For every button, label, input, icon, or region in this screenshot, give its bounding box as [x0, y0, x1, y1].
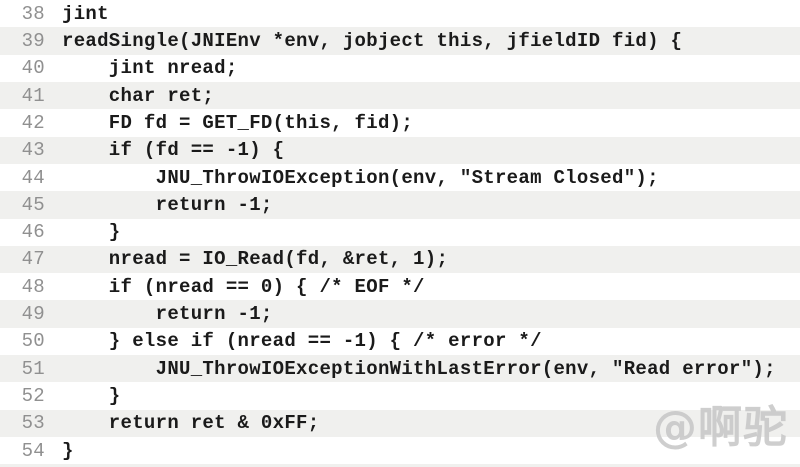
code-line: 44 JNU_ThrowIOException(env, "Stream Clo…: [0, 163, 800, 192]
line-number: 46: [21, 221, 45, 244]
code-line: 49 return -1;: [0, 300, 800, 328]
code-line: 54 }: [0, 437, 800, 465]
code-line: 50 } else if (nread == -1) { /* error */: [0, 327, 800, 356]
code-text: FD fd = GET_FD(this, fid);: [62, 111, 414, 134]
code-text: return -1;: [62, 303, 273, 326]
line-number: 50: [21, 330, 45, 353]
code-text: readSingle(JNIEnv *env, jobject this, jf…: [62, 29, 683, 52]
code-line: 51 JNU_ThrowIOExceptionWithLastError(env…: [0, 355, 800, 383]
code-text: return ret & 0xFF;: [62, 412, 320, 435]
code-text: JNU_ThrowIOException(env, "Stream Closed…: [62, 166, 659, 189]
code-text: }: [62, 385, 121, 408]
code-text: JNU_ThrowIOExceptionWithLastError(env, "…: [62, 357, 776, 380]
line-number: 40: [21, 57, 45, 80]
code-line: 41 char ret;: [0, 81, 800, 110]
code-line: 42 FD fd = GET_FD(this, fid);: [0, 109, 800, 137]
line-number: 54: [21, 439, 45, 462]
code-text: if (nread == 0) { /* EOF */: [62, 275, 425, 298]
code-line: 47 nread = IO_Read(fd, &ret, 1);: [0, 245, 800, 274]
line-number: 49: [21, 303, 45, 326]
code-line: 53 return ret & 0xFF;: [0, 409, 800, 437]
line-number: 45: [21, 193, 45, 216]
line-number: 42: [21, 111, 45, 134]
line-number: 39: [21, 29, 45, 52]
code-text: nread = IO_Read(fd, &ret, 1);: [62, 248, 449, 271]
code-line: 40 jint nread;: [0, 54, 800, 82]
line-number: 41: [21, 84, 45, 107]
code-text: }: [62, 221, 121, 244]
code-text: return -1;: [62, 193, 273, 216]
code-line: 43 if (fd == -1) {: [0, 136, 800, 164]
code-text: }: [62, 439, 74, 462]
line-number: 47: [21, 248, 45, 271]
code-text: if (fd == -1) {: [62, 139, 285, 162]
code-line: 52 }: [0, 382, 800, 410]
code-text: } else if (nread == -1) { /* error */: [62, 330, 542, 353]
code-line: 38 jint: [0, 0, 800, 28]
code-text: jint nread;: [62, 57, 238, 80]
code-line: 45 return -1;: [0, 191, 800, 219]
line-number: 43: [21, 139, 45, 162]
code-line: 39 readSingle(JNIEnv *env, jobject this,…: [0, 27, 800, 55]
line-number: 38: [21, 2, 45, 25]
line-number: 51: [21, 357, 45, 380]
code-text: char ret;: [62, 84, 215, 107]
line-number: 53: [21, 412, 45, 435]
line-number: 52: [21, 385, 45, 408]
line-number: 48: [21, 275, 45, 298]
code-line: 46 }: [0, 218, 800, 246]
code-text: jint: [62, 2, 109, 25]
partial-next-row: [0, 464, 800, 467]
line-number: 44: [21, 166, 45, 189]
code-line: 48 if (nread == 0) { /* EOF */: [0, 273, 800, 301]
